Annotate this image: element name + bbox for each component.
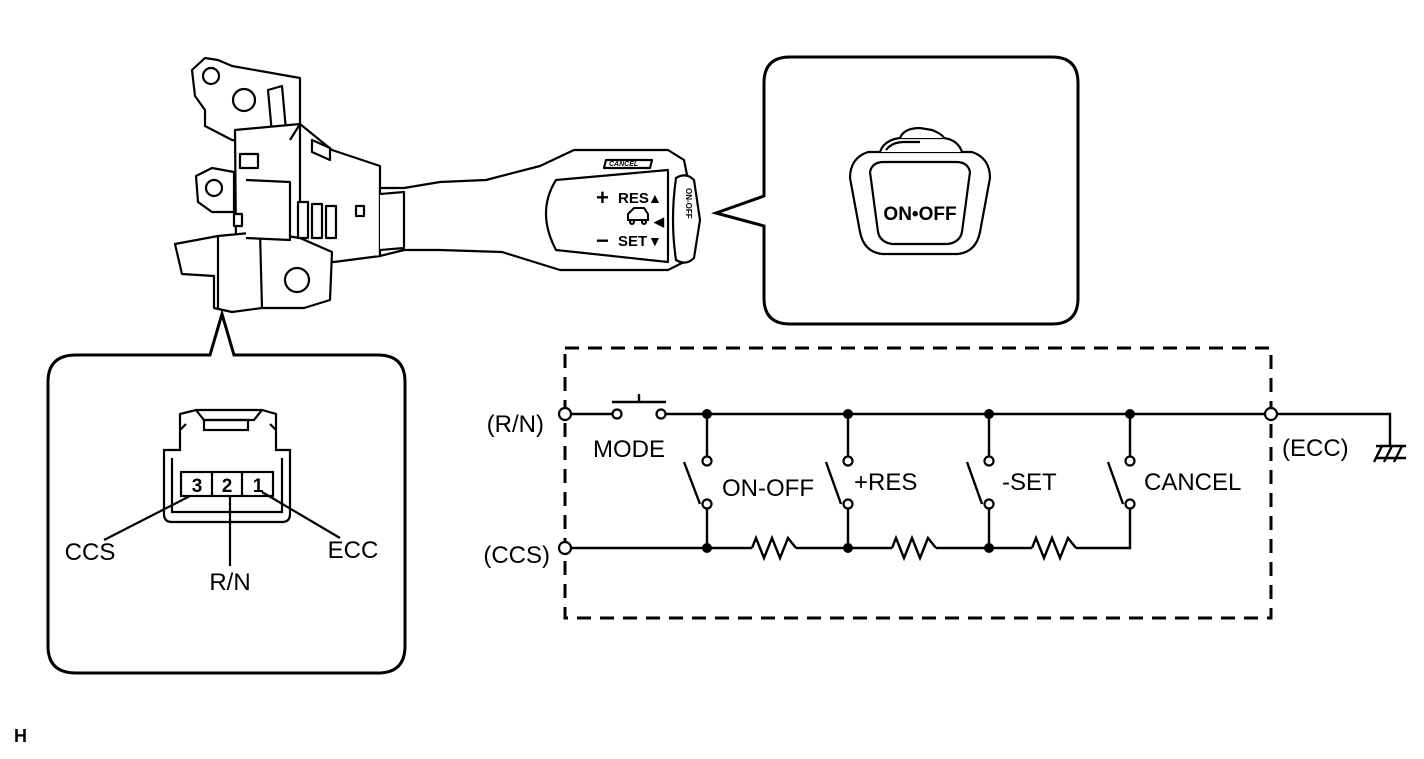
- connector-face: [162, 408, 292, 524]
- terminal-rn: [557, 406, 573, 422]
- switch-blade-res: [824, 461, 843, 505]
- resistor-2: [890, 534, 937, 562]
- resistor-3: [1030, 534, 1077, 562]
- cancel-arrow-left: ◀: [653, 214, 665, 229]
- switch-label-res: +RES: [854, 469, 917, 496]
- connector-pin-3: 3: [192, 476, 203, 497]
- resistor-1: [750, 534, 797, 562]
- terminal-ecc: [1263, 406, 1279, 422]
- connector-pin-grid: [179, 470, 275, 498]
- switch-boundary-dashed: [563, 346, 1273, 620]
- ground-icon: [1372, 444, 1406, 463]
- switch-label-set: -SET: [1002, 469, 1057, 496]
- connector-callout: 3 2 1 CCS R/N ECC: [46, 308, 407, 675]
- figure-code: H: [14, 726, 27, 746]
- on-off-button: [848, 126, 992, 256]
- terminal-label-ecc: (ECC): [1282, 435, 1349, 462]
- circuit-contacts: [557, 406, 1279, 556]
- connector-pin-1: 1: [253, 476, 264, 497]
- lever-markings: + RES ▲ − SET ▼ ◀ CANCEL ON-OFF: [596, 161, 693, 253]
- set-minus-sign: −: [596, 228, 609, 253]
- connector-leader-lines: [103, 491, 341, 566]
- cruise-control-switch-assembly: [173, 56, 702, 314]
- connector-label-rn: R/N: [209, 569, 250, 596]
- terminal-ccs: [557, 540, 573, 556]
- circuit-schematic: [563, 346, 1406, 620]
- on-off-button-label: ON•OFF: [883, 204, 956, 225]
- mode-pushbutton: [612, 394, 666, 404]
- switch-blade-on-off: [682, 461, 702, 505]
- res-label: RES: [618, 190, 649, 207]
- switch-label-cancel: CANCEL: [1144, 469, 1241, 496]
- end-cap-label: ON-OFF: [684, 188, 693, 219]
- button-callout: ON•OFF: [710, 55, 1080, 326]
- terminal-label-rn: (R/N): [487, 411, 544, 438]
- connector-pin-2: 2: [222, 476, 233, 497]
- connector-label-ccs: CCS: [65, 539, 116, 566]
- res-plus-sign: +: [596, 185, 609, 210]
- switch-blade-cancel: [1106, 461, 1125, 505]
- switch-label-mode: MODE: [593, 436, 665, 463]
- res-arrow-up: ▲: [648, 190, 662, 206]
- set-label: SET: [618, 233, 647, 250]
- switch-label-on-off: ON-OFF: [722, 475, 814, 502]
- cancel-label: CANCEL: [609, 161, 638, 168]
- terminal-label-ccs: (CCS): [483, 542, 550, 569]
- connector-label-ecc: ECC: [328, 537, 379, 564]
- cruise-car-icon: [627, 207, 649, 225]
- set-arrow-down: ▼: [648, 233, 662, 249]
- switch-blade-set: [965, 461, 984, 505]
- circuit-junctions: [702, 409, 1135, 553]
